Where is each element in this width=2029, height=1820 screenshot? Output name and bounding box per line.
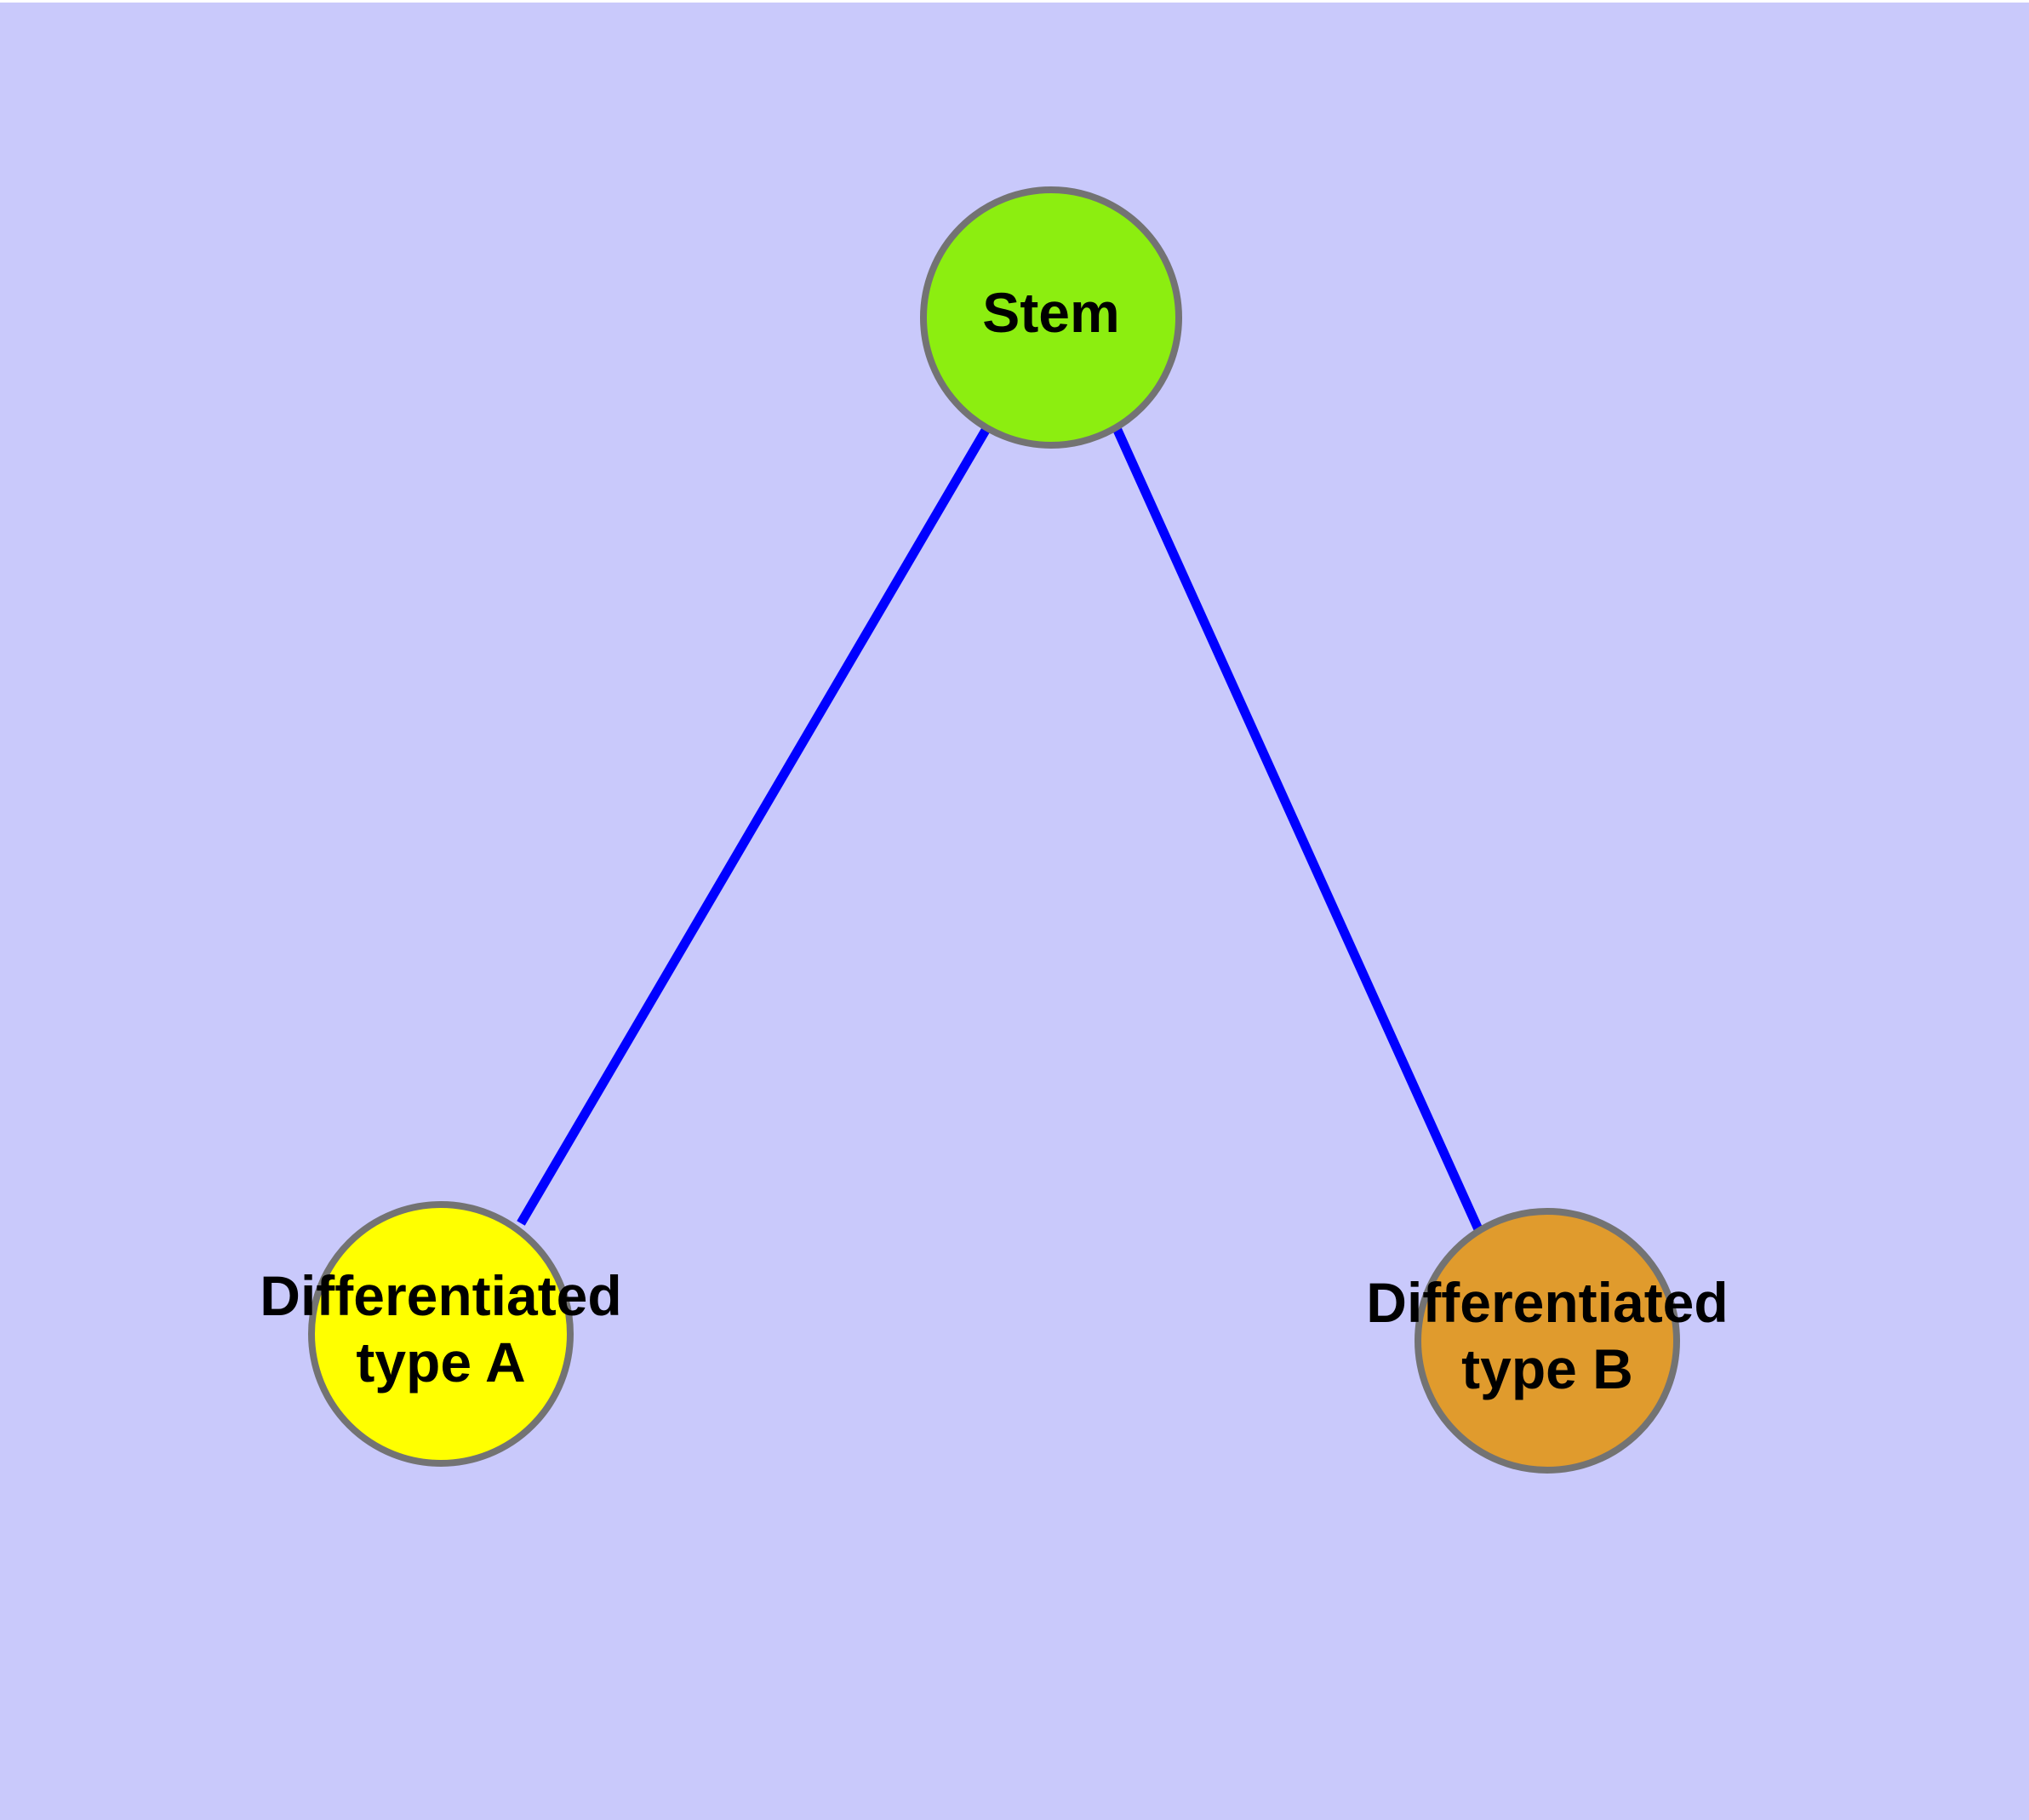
node-label-line: Differentiated <box>1366 1271 1728 1334</box>
edge-stem-to-diff-b[interactable] <box>1112 426 1483 1232</box>
node-label-line: type B <box>1461 1337 1633 1400</box>
node-stem[interactable] <box>920 186 1182 449</box>
nodes-layer <box>308 186 1680 1474</box>
edges-layer <box>517 425 1483 1232</box>
node-diff-a[interactable] <box>308 1201 574 1467</box>
node-label-stem: Stem <box>982 281 1119 344</box>
edge-stem-to-diff-a[interactable] <box>517 425 992 1226</box>
node-label-line: Differentiated <box>260 1264 621 1327</box>
node-diff-b[interactable] <box>1415 1208 1680 1474</box>
node-label-line: type A <box>356 1331 525 1394</box>
node-label-line: Stem <box>982 281 1119 344</box>
